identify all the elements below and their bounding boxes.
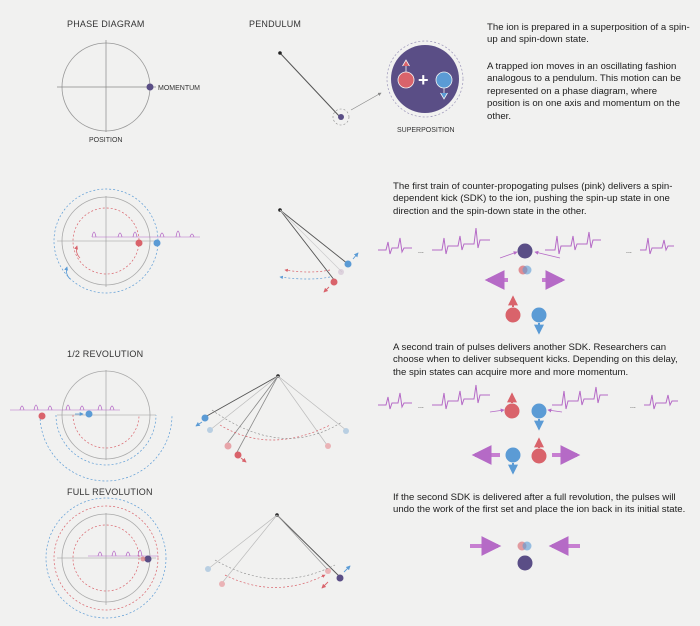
phase-diagram-full <box>45 497 167 619</box>
text-first-kick: The first train of counter-propogating p… <box>393 181 673 217</box>
plus-sign: + <box>418 70 429 90</box>
phase-diagram-kick1 <box>53 188 200 294</box>
superposition-label: SUPERPOSITION <box>397 127 455 134</box>
ellipsis-2: ... <box>626 248 632 255</box>
position-label: POSITION <box>89 137 122 144</box>
pulse-train-kick1: ... ... <box>378 227 674 335</box>
pendulum-half <box>195 374 349 463</box>
phase-diagram-initial <box>57 40 156 132</box>
pendulum-label: PENDULUM <box>249 19 301 29</box>
superposition-zoom: + <box>386 40 464 118</box>
phase-diagram-label: PHASE DIAGRAM <box>67 19 145 29</box>
ellipsis-4: ... <box>630 403 636 410</box>
half-revolution-label: 1/2 REVOLUTION <box>67 349 143 359</box>
ellipsis-3: ... <box>418 403 424 410</box>
text-full-revolution: If the second SDK is delivered after a f… <box>393 492 686 516</box>
ion-marker <box>146 83 154 91</box>
text-pendulum: A trapped ion moves in an oscillating fa… <box>487 61 681 122</box>
text-superposition: The ion is prepared in a superposition o… <box>487 22 690 46</box>
text-second-kick: A second train of pulses delivers anothe… <box>393 342 678 378</box>
pendulum-full <box>205 513 351 589</box>
recombined-ion <box>470 536 580 571</box>
pendulum-kick1 <box>278 208 359 293</box>
ellipsis: ... <box>418 248 424 255</box>
phase-diagram-half <box>10 370 173 482</box>
pendulum-initial <box>278 51 382 126</box>
momentum-label: MOMENTUM <box>158 85 200 92</box>
full-revolution-label: FULL REVOLUTION <box>67 487 153 497</box>
pulse-train-half: ... ... <box>378 384 678 475</box>
